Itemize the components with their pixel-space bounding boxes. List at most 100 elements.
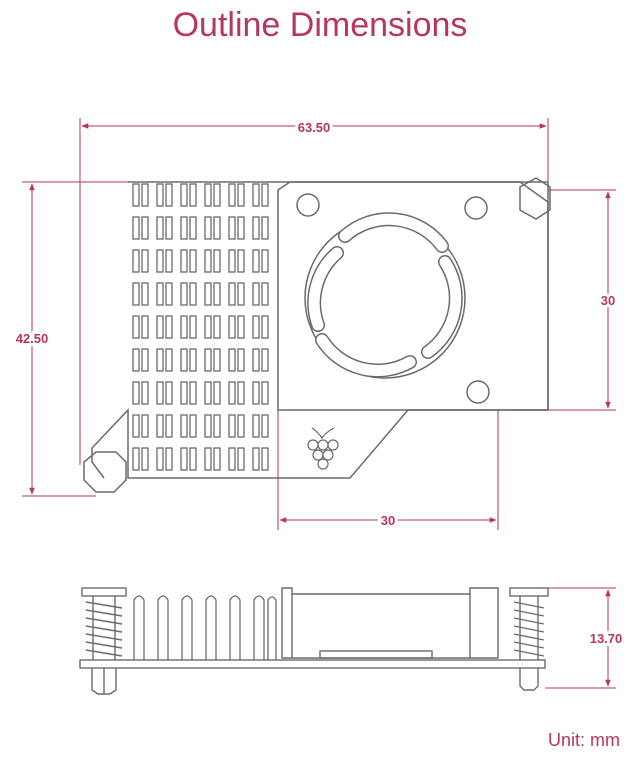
fin-slot bbox=[228, 348, 236, 372]
fin-slot bbox=[165, 414, 173, 438]
hex-nut-top-right bbox=[519, 177, 551, 220]
fin-slot bbox=[228, 216, 236, 240]
fin-slot bbox=[156, 183, 164, 207]
fin-slot bbox=[237, 447, 245, 471]
fin-slot bbox=[228, 315, 236, 339]
fin-slot bbox=[165, 282, 173, 306]
fin-slot bbox=[213, 183, 221, 207]
fin-slot bbox=[204, 414, 212, 438]
side-fin bbox=[267, 596, 277, 660]
top-view bbox=[83, 177, 551, 493]
fin-slot bbox=[252, 216, 260, 240]
fin-slot bbox=[165, 315, 173, 339]
fin-slot bbox=[237, 282, 245, 306]
fin-slot bbox=[165, 348, 173, 372]
dimension-lines bbox=[22, 118, 616, 689]
fin-slot bbox=[261, 315, 269, 339]
fin-slot bbox=[204, 447, 212, 471]
base-plate bbox=[79, 659, 546, 669]
fin-slot bbox=[237, 315, 245, 339]
fin-slot bbox=[261, 282, 269, 306]
fin-slot bbox=[165, 249, 173, 273]
fin-slot bbox=[156, 381, 164, 405]
side-fin bbox=[229, 595, 241, 660]
fin-slot bbox=[165, 381, 173, 405]
fin-slot bbox=[165, 447, 173, 471]
fin-slot bbox=[213, 249, 221, 273]
side-fin bbox=[205, 595, 217, 660]
side-view bbox=[79, 587, 549, 695]
fin-slot bbox=[213, 414, 221, 438]
fin-slot bbox=[141, 414, 149, 438]
fin-slot bbox=[156, 282, 164, 306]
fin-slot bbox=[204, 216, 212, 240]
fin-slot bbox=[189, 414, 197, 438]
fin-slot bbox=[156, 447, 164, 471]
fin-slot bbox=[180, 183, 188, 207]
fin-slot bbox=[237, 249, 245, 273]
fin-slot bbox=[165, 183, 173, 207]
fin-slot bbox=[261, 381, 269, 405]
fin-slot bbox=[132, 315, 140, 339]
fin-slot bbox=[261, 216, 269, 240]
fin-slot bbox=[180, 315, 188, 339]
fin-slot bbox=[180, 348, 188, 372]
fin-slot bbox=[237, 216, 245, 240]
fin-slot bbox=[252, 249, 260, 273]
fin-slot bbox=[261, 414, 269, 438]
fin-slot bbox=[252, 414, 260, 438]
fin-slot bbox=[213, 282, 221, 306]
fin-slot bbox=[204, 183, 212, 207]
dim-fan-width: 30 bbox=[381, 513, 395, 528]
fin-slot bbox=[141, 381, 149, 405]
fin-slot bbox=[261, 249, 269, 273]
fin-slot bbox=[141, 249, 149, 273]
fin-slot bbox=[237, 381, 245, 405]
fin-grid bbox=[132, 183, 269, 471]
fin-slot bbox=[141, 216, 149, 240]
fin-slot bbox=[228, 381, 236, 405]
fin-slot bbox=[252, 348, 260, 372]
fin-slot bbox=[189, 282, 197, 306]
fin-slot bbox=[252, 381, 260, 405]
side-fins bbox=[133, 595, 277, 660]
fin-slot bbox=[156, 414, 164, 438]
fin-slot bbox=[180, 216, 188, 240]
fin-slot bbox=[204, 348, 212, 372]
fin-slot bbox=[252, 183, 260, 207]
fin-slot bbox=[141, 348, 149, 372]
fin-slot bbox=[261, 348, 269, 372]
fin-slot bbox=[180, 447, 188, 471]
fin-slot bbox=[228, 447, 236, 471]
fin-slot bbox=[180, 381, 188, 405]
fan-hole-top-left bbox=[296, 193, 320, 217]
fan-block bbox=[281, 587, 499, 659]
dim-overall-height: 42.50 bbox=[16, 331, 49, 346]
fin-slot bbox=[213, 381, 221, 405]
side-fin bbox=[181, 595, 193, 660]
fin-slot bbox=[228, 249, 236, 273]
fin-slot bbox=[204, 381, 212, 405]
fin-slot bbox=[252, 282, 260, 306]
fin-slot bbox=[189, 381, 197, 405]
fan-hole-bottom-right bbox=[466, 380, 490, 404]
fin-slot bbox=[189, 348, 197, 372]
fin-slot bbox=[141, 282, 149, 306]
fin-slot bbox=[228, 414, 236, 438]
fin-slot bbox=[180, 282, 188, 306]
fin-slot bbox=[213, 216, 221, 240]
heatsink-outline bbox=[91, 181, 549, 479]
fin-slot bbox=[141, 447, 149, 471]
fin-slot bbox=[261, 447, 269, 471]
fin-slot bbox=[156, 315, 164, 339]
page-title: Outline Dimensions bbox=[172, 6, 468, 44]
fin-slot bbox=[228, 183, 236, 207]
fin-slot bbox=[132, 282, 140, 306]
raspberry-pi-logo-icon bbox=[307, 427, 339, 470]
fin-slot bbox=[156, 348, 164, 372]
unit-label: Unit: mm bbox=[548, 730, 620, 750]
fin-slot bbox=[204, 249, 212, 273]
fin-slot bbox=[165, 216, 173, 240]
side-fin bbox=[253, 595, 265, 660]
